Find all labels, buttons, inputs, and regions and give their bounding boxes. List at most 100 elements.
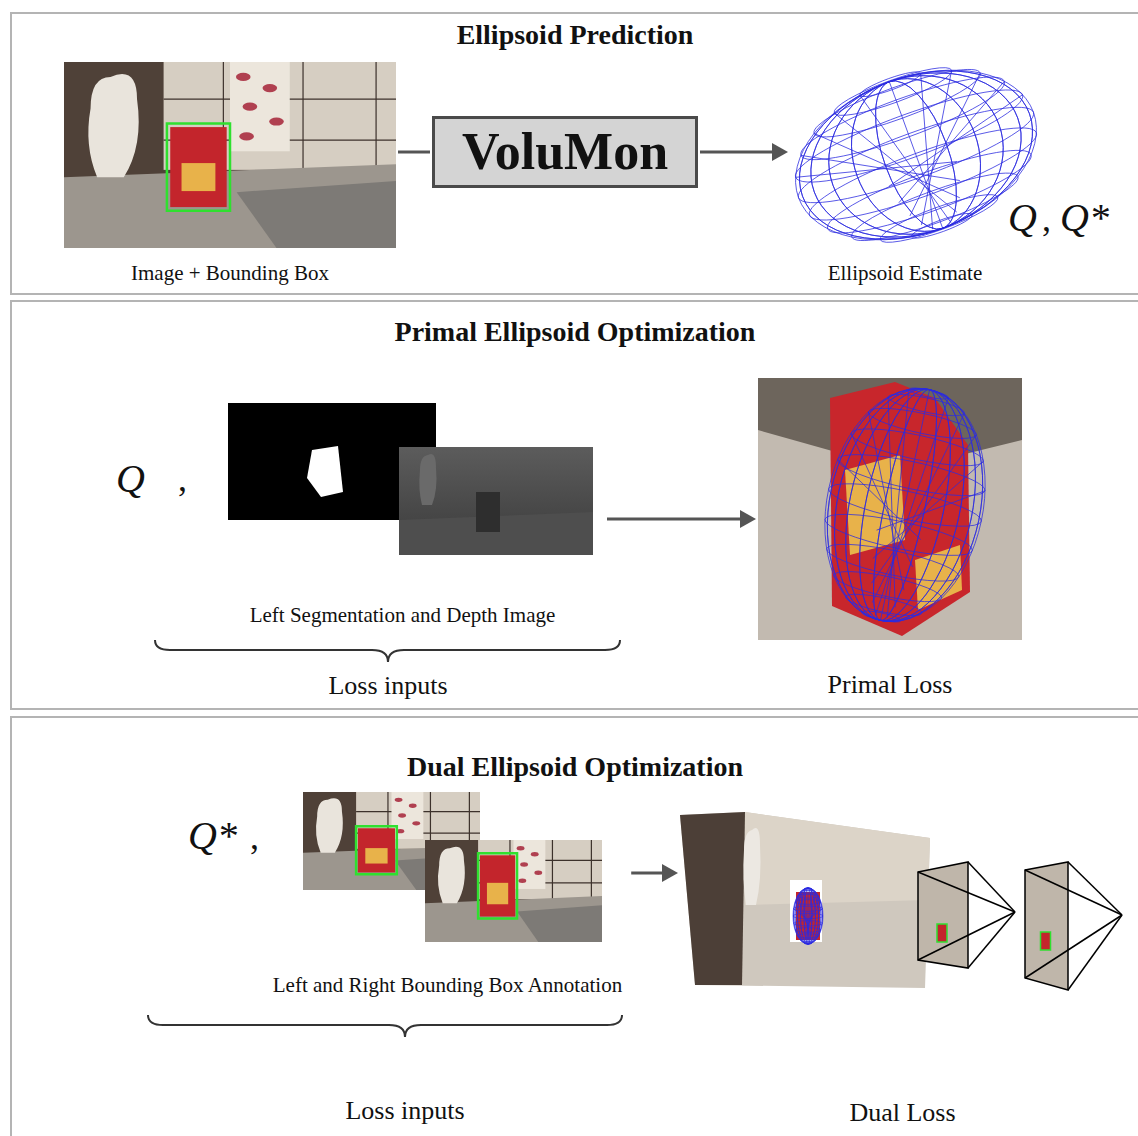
illustration-shape <box>861 385 950 624</box>
process-box: VoluMon <box>432 116 698 188</box>
illustration-shape <box>875 70 998 225</box>
arrow-head <box>772 143 788 161</box>
illustration-shape <box>1068 915 1122 990</box>
arrow-line <box>700 151 774 154</box>
illustration-shape <box>680 812 745 985</box>
illustration-shape <box>794 888 823 944</box>
illustration-shape <box>438 847 465 904</box>
illustration-shape <box>918 872 1015 912</box>
illustration-shape <box>825 459 934 539</box>
illustration-shape <box>794 888 823 944</box>
illustration-shape <box>795 888 821 944</box>
illustration-shape <box>771 36 1061 274</box>
illustration-shape <box>872 403 964 613</box>
illustration-shape <box>846 397 938 607</box>
illustration-shape <box>307 446 343 497</box>
illustration-shape <box>859 71 973 240</box>
illustration-shape <box>776 40 1056 269</box>
section-panel: Dual Ellipsoid OptimizationLeft and Righ… <box>10 716 1138 1136</box>
illustration-shape <box>552 840 553 899</box>
illustration-shape <box>1025 870 1122 915</box>
illustration-shape <box>425 840 602 942</box>
illustration-shape <box>531 852 539 856</box>
bracket-label: Loss inputs <box>328 670 447 701</box>
illustration-shape <box>937 924 947 942</box>
figure-caption: Left and Right Bounding Box Annotation <box>273 973 622 998</box>
math-symbol: Q <box>116 455 145 503</box>
illustration-shape <box>412 821 420 825</box>
flow-arrow <box>631 864 678 882</box>
illustration-shape <box>1041 932 1051 950</box>
illustration-shape <box>793 888 823 944</box>
illustration-shape <box>518 879 526 883</box>
arrow-line <box>607 518 742 521</box>
illustration-shape <box>807 889 812 943</box>
separator-mark: , <box>178 458 187 501</box>
illustration-shape <box>395 798 403 802</box>
math-symbol: Q* <box>188 812 237 860</box>
image-figure: Image + Bounding Box <box>64 62 396 288</box>
separator-mark: , <box>250 816 259 859</box>
illustration-shape <box>745 812 930 905</box>
illustration-shape <box>827 378 984 632</box>
illustration-shape <box>375 62 376 170</box>
illustration-shape <box>316 798 343 852</box>
math-symbol: Q* <box>1060 194 1109 242</box>
arrow-line <box>631 872 664 875</box>
result-figure: Primal Loss <box>758 372 1022 702</box>
illustration-shape <box>804 373 1006 636</box>
illustration-shape <box>1025 915 1122 978</box>
illustration-shape <box>419 454 436 505</box>
illustration-shape <box>806 892 816 940</box>
illustration-shape <box>862 389 935 617</box>
illustration-shape <box>827 433 937 567</box>
illustration-shape <box>805 896 819 936</box>
illustration-shape <box>801 892 811 940</box>
illustration-shape <box>409 804 417 808</box>
flow-arrow <box>700 143 788 161</box>
illustration-shape <box>1068 862 1122 915</box>
input-figure: Left Segmentation and Depth Image <box>200 395 605 630</box>
illustration-shape <box>487 883 508 904</box>
illustration-shape <box>804 909 823 923</box>
illustration-shape <box>236 73 251 81</box>
illustration-shape <box>743 828 760 905</box>
illustration-shape <box>834 412 939 590</box>
illustration-shape <box>807 374 1003 636</box>
figure-caption: Left Segmentation and Depth Image <box>250 603 556 628</box>
illustration-shape <box>797 888 818 944</box>
illustration-shape <box>155 640 620 662</box>
illustration-shape <box>871 420 976 598</box>
result-figure: Dual Loss <box>680 800 1125 1130</box>
section-panel: Primal Ellipsoid OptimizationLeft Segmen… <box>10 300 1138 710</box>
illustration-shape <box>881 73 972 229</box>
illustration-shape <box>758 378 1022 640</box>
illustration-shape <box>797 888 818 944</box>
section-panel: Ellipsoid PredictionImage + Bounding Box… <box>10 12 1138 295</box>
illustration-shape <box>167 123 230 210</box>
illustration-shape <box>875 392 948 620</box>
illustration-shape <box>534 870 542 874</box>
illustration-shape <box>875 95 1036 187</box>
illustration-shape <box>398 813 406 817</box>
math-symbol: Q <box>1008 194 1037 242</box>
separator-mark: , <box>1042 198 1051 241</box>
illustration-shape <box>476 492 500 532</box>
flow-arrow <box>398 152 430 153</box>
illustration-shape <box>814 376 995 635</box>
illustration-shape <box>478 853 517 918</box>
illustration-shape <box>64 62 396 248</box>
illustration-shape <box>814 376 995 635</box>
panel-title: Dual Ellipsoid Optimization <box>407 750 743 784</box>
arrow-head <box>662 864 678 882</box>
illustration-shape <box>64 62 396 248</box>
illustration-shape <box>968 912 1015 968</box>
figure-caption: Image + Bounding Box <box>131 261 329 286</box>
illustration-shape <box>880 390 929 621</box>
arrow-head <box>740 510 756 528</box>
panel-title: Primal Ellipsoid Optimization <box>395 315 756 349</box>
illustration-shape <box>358 828 395 872</box>
flow-arrow <box>607 510 756 528</box>
illustration-shape <box>480 855 515 916</box>
illustration-shape <box>356 826 397 874</box>
